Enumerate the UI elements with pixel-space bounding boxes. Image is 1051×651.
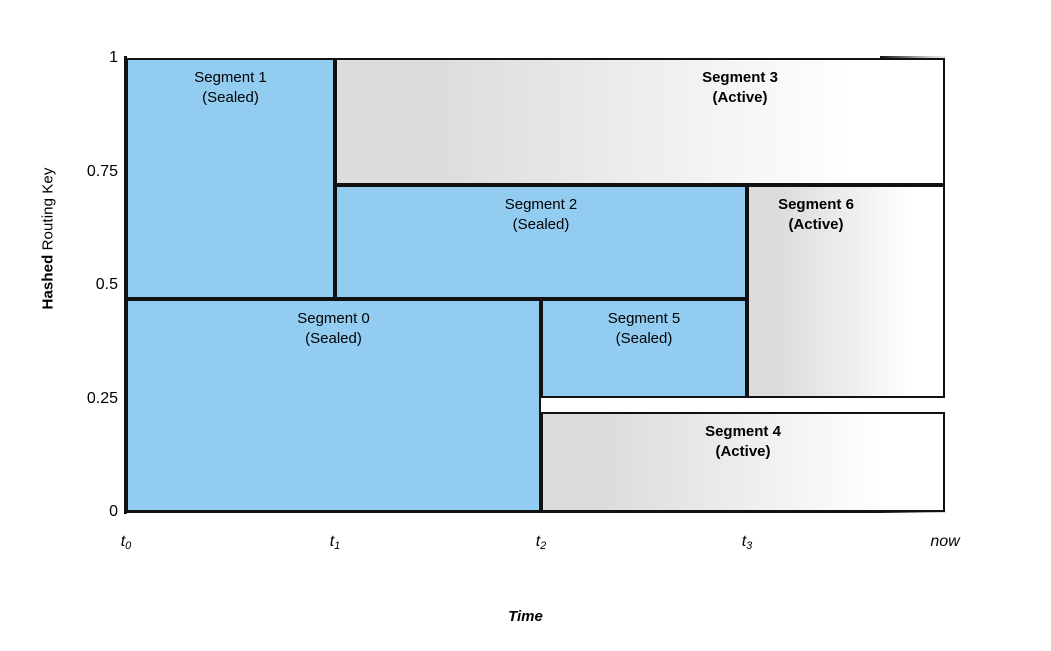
segment-label: Segment 5 (Sealed) bbox=[543, 309, 745, 349]
segment-name: Segment 2 bbox=[504, 196, 578, 214]
segment-state: (Sealed) bbox=[615, 329, 673, 347]
segment-label: Segment 1 (Sealed) bbox=[128, 68, 333, 108]
x-tick-t1: t1 bbox=[329, 533, 341, 552]
x-tick-subscript: 2 bbox=[540, 540, 547, 552]
x-tick-label: t bbox=[120, 533, 126, 550]
segment-name: Segment 0 bbox=[297, 309, 370, 327]
segment-name: Segment 4 bbox=[705, 423, 781, 441]
segment-name: Segment 1 bbox=[194, 69, 267, 86]
segment-state: (Sealed) bbox=[202, 89, 259, 106]
x-tick-label: t bbox=[535, 533, 541, 550]
y-tick-025: 0.25 bbox=[86, 389, 118, 407]
x-tick-t0: t0 bbox=[120, 533, 132, 552]
y-tick-1: 1 bbox=[109, 49, 118, 66]
y-tick-05: 0.5 bbox=[95, 276, 118, 293]
y-tick-0: 0 bbox=[109, 503, 118, 520]
segment-label: Segment 2 (Sealed) bbox=[337, 195, 745, 235]
segment-state: (Active) bbox=[715, 443, 771, 461]
segment-state: (Sealed) bbox=[305, 329, 362, 347]
plot-area: Segment 3(Active)Segment 6(Active)Segmen… bbox=[126, 58, 945, 512]
top-rule-fade bbox=[880, 56, 946, 58]
x-tick-t3: t3 bbox=[741, 533, 753, 552]
segment-label: Segment 0 (Sealed) bbox=[128, 309, 539, 349]
segment-name: Segment 6 bbox=[778, 196, 854, 214]
segment-name: Segment 5 bbox=[607, 309, 681, 327]
segment-block-segment-4[interactable]: Segment 4 (Active) bbox=[541, 412, 945, 512]
y-tick-075: 0.75 bbox=[86, 162, 118, 180]
segment-block-segment-5[interactable]: Segment 5 (Sealed) bbox=[541, 298, 747, 399]
x-tick-label: now bbox=[930, 533, 960, 550]
x-tick-subscript: 1 bbox=[334, 540, 341, 552]
segment-block-segment-1[interactable]: Segment 1 (Sealed) bbox=[126, 58, 335, 299]
segment-block-segment-2[interactable]: Segment 2 (Sealed) bbox=[335, 185, 747, 299]
segment-state: (Active) bbox=[788, 216, 844, 234]
segment-block-segment-3[interactable]: Segment 3 (Active) bbox=[335, 58, 945, 186]
segment-name: Segment 3 bbox=[702, 69, 778, 86]
x-tick-t2: t2 bbox=[535, 533, 547, 552]
segment-state: (Sealed) bbox=[512, 216, 570, 234]
segment-block-segment-6[interactable]: Segment 6 (Active) bbox=[747, 185, 945, 399]
x-tick-now: now bbox=[930, 533, 959, 551]
x-tick-label: t bbox=[329, 533, 335, 550]
segment-block-segment-0[interactable]: Segment 0 (Sealed) bbox=[126, 298, 541, 512]
segment-label: Segment 4 (Active) bbox=[543, 422, 943, 462]
y-axis-line bbox=[124, 56, 127, 514]
x-tick-label: t bbox=[741, 533, 747, 550]
segment-label: Segment 3 (Active) bbox=[437, 68, 943, 108]
segment-state: (Active) bbox=[712, 89, 768, 106]
y-tick-group: 1 0.75 0.5 0.25 0 bbox=[0, 0, 118, 651]
x-axis-title: Time bbox=[508, 608, 543, 625]
x-tick-subscript: 3 bbox=[746, 540, 753, 552]
x-tick-subscript: 0 bbox=[125, 540, 132, 552]
segment-label: Segment 6 (Active) bbox=[749, 195, 913, 235]
